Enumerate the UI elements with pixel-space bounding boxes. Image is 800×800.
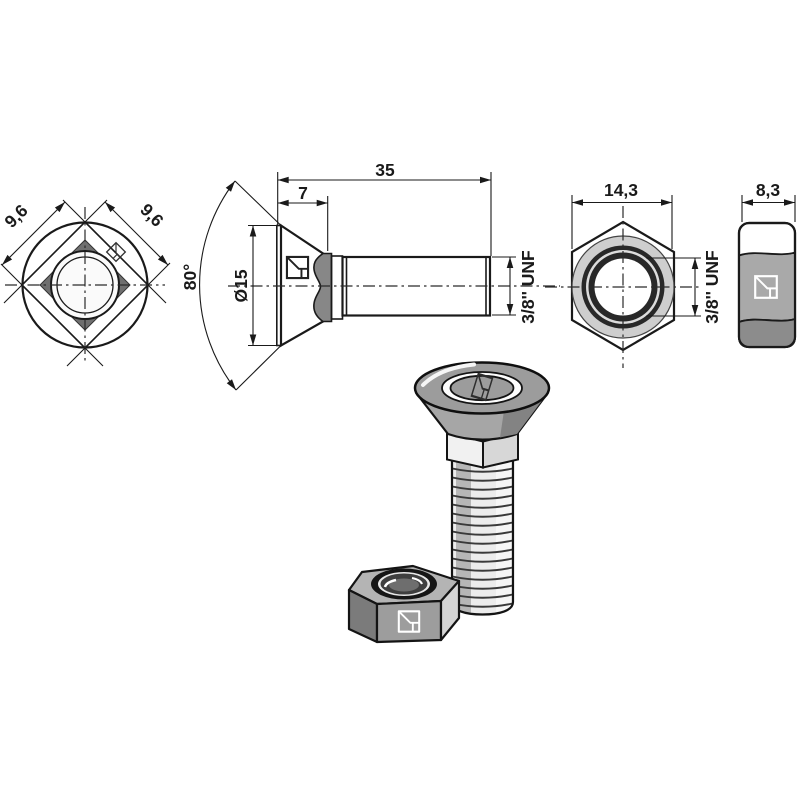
dim-143-extension-lines <box>571 195 673 249</box>
dim-nut-thread-extension-lines <box>646 257 701 317</box>
nut-centerlines <box>545 206 702 368</box>
manufacturer-logo-icon <box>285 255 310 280</box>
centerlines <box>5 207 165 363</box>
dim-total-length-label: 35 <box>375 160 395 180</box>
nut-side-view: 8,3 <box>737 180 797 349</box>
dim-square-right-label: 9,6 <box>136 199 168 231</box>
bolt-and-nut-3d-illustration <box>347 361 551 644</box>
bolt-3d-head-top <box>413 361 551 415</box>
dim-head-diameter-label: Ø15 <box>231 269 251 302</box>
dim-width-across-flats-label: 14,3 <box>604 180 638 200</box>
neck-collar <box>330 255 344 320</box>
dim-line-square-left <box>1 201 66 266</box>
nut-thread-label: 3/8'' UNF <box>702 250 722 324</box>
dim-line-square-right <box>104 201 169 266</box>
dim-35-extension-lines <box>277 172 492 256</box>
dim-square-left-label: 9,6 <box>0 200 32 232</box>
nut-thread-hole <box>371 568 437 600</box>
shank-shading-dark <box>456 450 471 615</box>
dim-nut-height-label: 8,3 <box>756 180 781 200</box>
nut-3d <box>347 564 461 644</box>
dim-neck-length-label: 7 <box>298 183 308 203</box>
dim-83-extension-lines <box>741 195 796 222</box>
head-rim-highlight <box>421 362 476 387</box>
bolt-head-front-view: 9,6 9,6 <box>0 199 171 367</box>
nut-side-bottom-facet <box>738 317 796 348</box>
extension-lines <box>0 199 171 367</box>
bolt-side-view: 80° 35 7 Ø15 <box>180 160 560 392</box>
dim-thread-extension-lines <box>492 256 516 316</box>
angle-arc <box>199 180 237 391</box>
thread-lines <box>452 458 513 608</box>
square-neck-profile <box>313 252 333 323</box>
nut-side-outline <box>737 221 797 349</box>
cone-vertex-lines <box>234 180 282 391</box>
nut-right-facet <box>439 579 461 642</box>
nut-front-view: 14,3 3/8'' UNF <box>545 180 722 368</box>
bolt-3d-shank <box>450 448 515 616</box>
dim-countersink-angle-label: 80° <box>180 264 200 290</box>
bolt-thread-label: 3/8'' UNF <box>518 250 538 324</box>
